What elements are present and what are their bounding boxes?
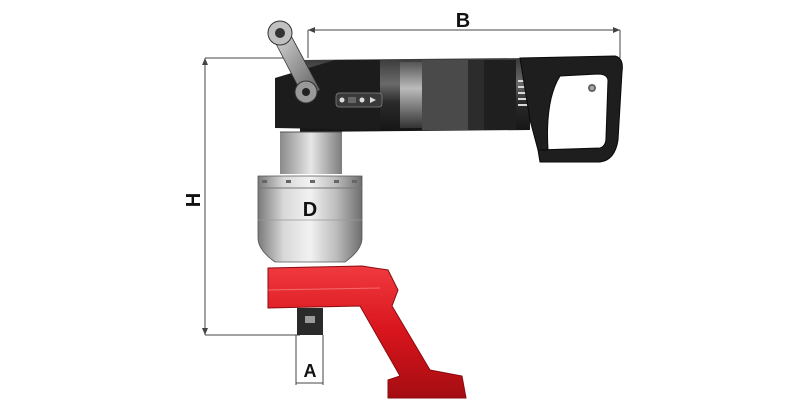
- handle: [519, 55, 623, 163]
- label-d: D: [303, 199, 317, 221]
- reaction-arm: [267, 265, 467, 399]
- gearbox: [257, 175, 363, 263]
- label-b: B: [456, 10, 470, 32]
- collar: [280, 131, 342, 174]
- square-drive: [297, 308, 323, 335]
- motor-housing: [275, 58, 530, 132]
- label-a: A: [304, 361, 317, 381]
- dimension-lines: [202, 27, 621, 385]
- label-h: H: [183, 193, 205, 207]
- handle-lever: [267, 20, 321, 104]
